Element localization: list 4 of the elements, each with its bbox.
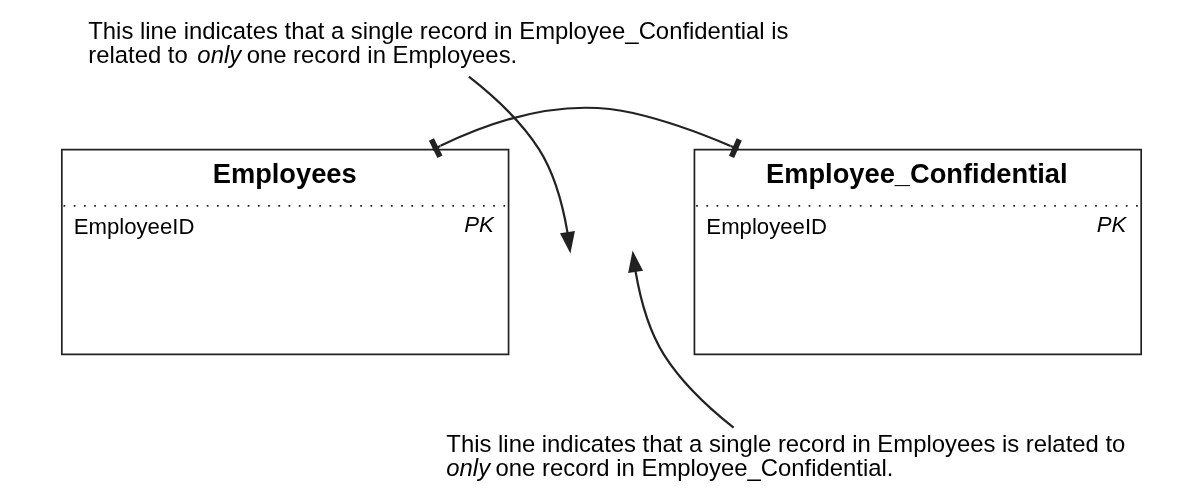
node-text: This line indicates that a single record in Employee_Confidential is related to only one record in Employees. xyxy=(87,17,789,69)
arrow xyxy=(467,75,575,254)
arrow xyxy=(627,250,734,429)
node-text: This line indicates that a single record in Employees is related to only one record in Employee_Confidential. xyxy=(445,429,1125,481)
